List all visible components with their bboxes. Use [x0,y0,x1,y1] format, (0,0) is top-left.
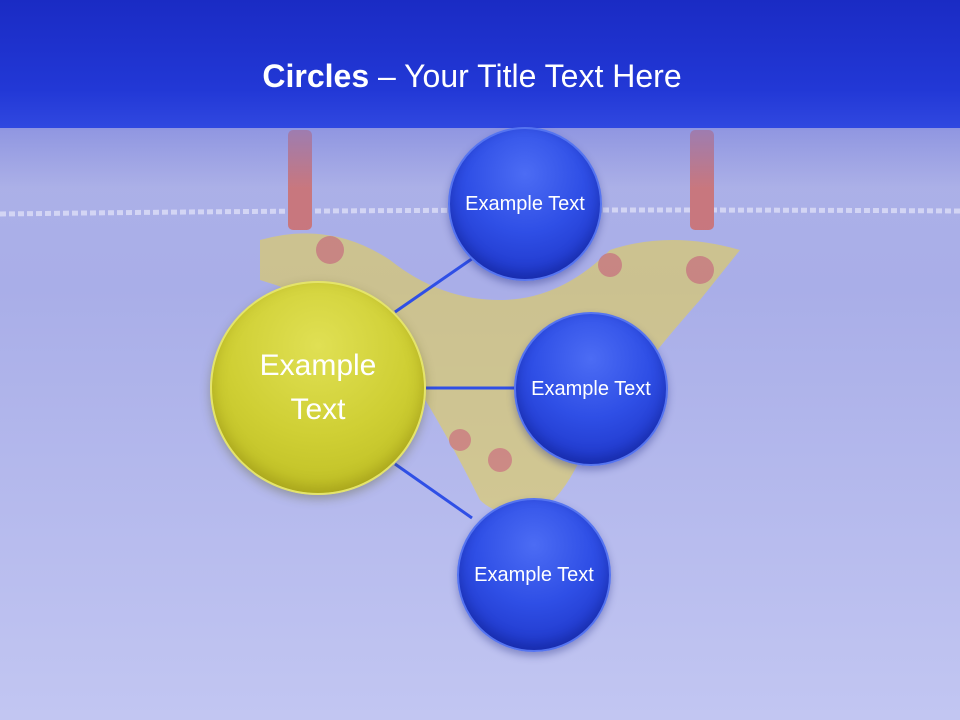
node-circle-top-label: Example Text [465,193,585,215]
node-circle-bottom-label: Example Text [474,564,594,586]
title-bar [0,0,960,128]
node-circle-middle-label: Example Text [531,378,651,400]
slide-title-rest: – Your Title Text Here [369,58,682,94]
slide-title-bold: Circles [262,58,370,94]
center-circle-label: Example Text [259,349,377,426]
node-circle-middle[interactable]: Example Text [514,312,668,466]
connector-line-top [394,254,477,314]
connector-line-bottom [394,462,473,520]
node-circle-top[interactable]: Example Text [448,127,602,281]
node-circle-bottom[interactable]: Example Text [457,498,611,652]
center-circle[interactable]: Example Text [210,281,426,495]
slide-title: Circles – Your Title Text Here [0,54,944,98]
